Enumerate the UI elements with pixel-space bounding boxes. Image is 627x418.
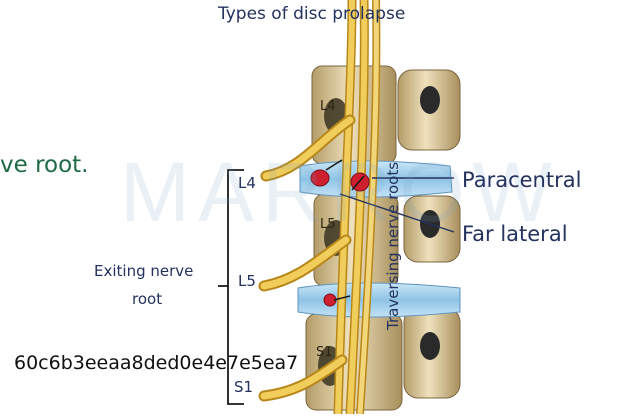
vertebra-label-l5: L5: [320, 218, 336, 231]
cut-off-text-fragment: ve root.: [0, 154, 89, 177]
diagram-title: Types of disc prolapse: [218, 6, 405, 23]
exiting-nerve-root-label: Exiting nerve: [94, 264, 193, 279]
traversing-nerve-roots-label: Traversing nerve roots: [386, 162, 401, 330]
level-label-l5: L5: [238, 274, 256, 289]
level-label-s1: S1: [234, 380, 253, 395]
vertebra-label-l4: L4: [320, 100, 336, 113]
overlay-hash-text: 60c6b3eeaa8ded0e4e7e5ea7: [14, 354, 298, 373]
paracentral-label: Paracentral: [462, 170, 581, 191]
disc-l5-s1: [298, 283, 460, 317]
level-label-l4: L4: [238, 176, 256, 191]
exiting-nerve-root-label-line2: root: [132, 292, 162, 307]
vertebra-label-s1: S1: [316, 346, 333, 359]
far-lateral-label: Far lateral: [462, 224, 568, 245]
